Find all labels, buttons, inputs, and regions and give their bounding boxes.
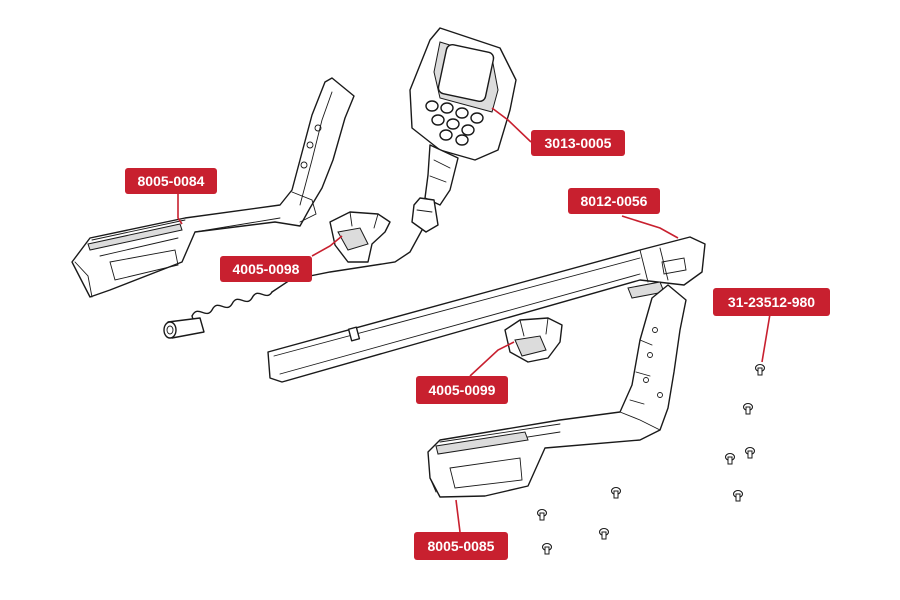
screw-icon — [724, 452, 736, 465]
leader-lines — [177, 107, 771, 533]
screw-icon — [754, 363, 766, 376]
upper-shaft-right-part — [427, 284, 687, 498]
clip-lower-part — [504, 317, 563, 363]
callout-8005-0084: 8005-0084 — [125, 168, 217, 194]
callout-label: 8012-0056 — [581, 193, 648, 209]
control-buttons — [425, 100, 484, 146]
callout-3013-0005: 3013-0005 — [531, 130, 625, 156]
callout-label: 8005-0085 — [428, 538, 495, 554]
callout-label: 4005-0098 — [233, 261, 300, 277]
screw-icon — [536, 508, 548, 521]
callout-31-23512-980: 31-23512-980 — [713, 288, 830, 316]
callout-4005-0098: 4005-0098 — [220, 256, 312, 282]
screw-icon — [732, 489, 744, 502]
screw-icon — [610, 486, 622, 499]
callout-8005-0085: 8005-0085 — [414, 532, 508, 560]
screw-icon — [744, 446, 756, 459]
callout-4005-0099: 4005-0099 — [416, 376, 508, 404]
middle-shaft-part — [267, 236, 706, 383]
clip-upper-part — [329, 211, 391, 263]
callout-label: 4005-0099 — [429, 382, 496, 398]
callout-label: 3013-0005 — [545, 135, 612, 151]
screws-group — [536, 363, 766, 555]
screw-icon — [742, 402, 754, 415]
control-box-part — [409, 27, 517, 233]
upper-shaft-left-part — [71, 77, 355, 298]
callout-8012-0056: 8012-0056 — [568, 188, 660, 214]
callout-label: 31-23512-980 — [728, 294, 815, 310]
screw-icon — [541, 542, 553, 555]
callout-label: 8005-0084 — [138, 173, 205, 189]
screw-icon — [598, 527, 610, 540]
